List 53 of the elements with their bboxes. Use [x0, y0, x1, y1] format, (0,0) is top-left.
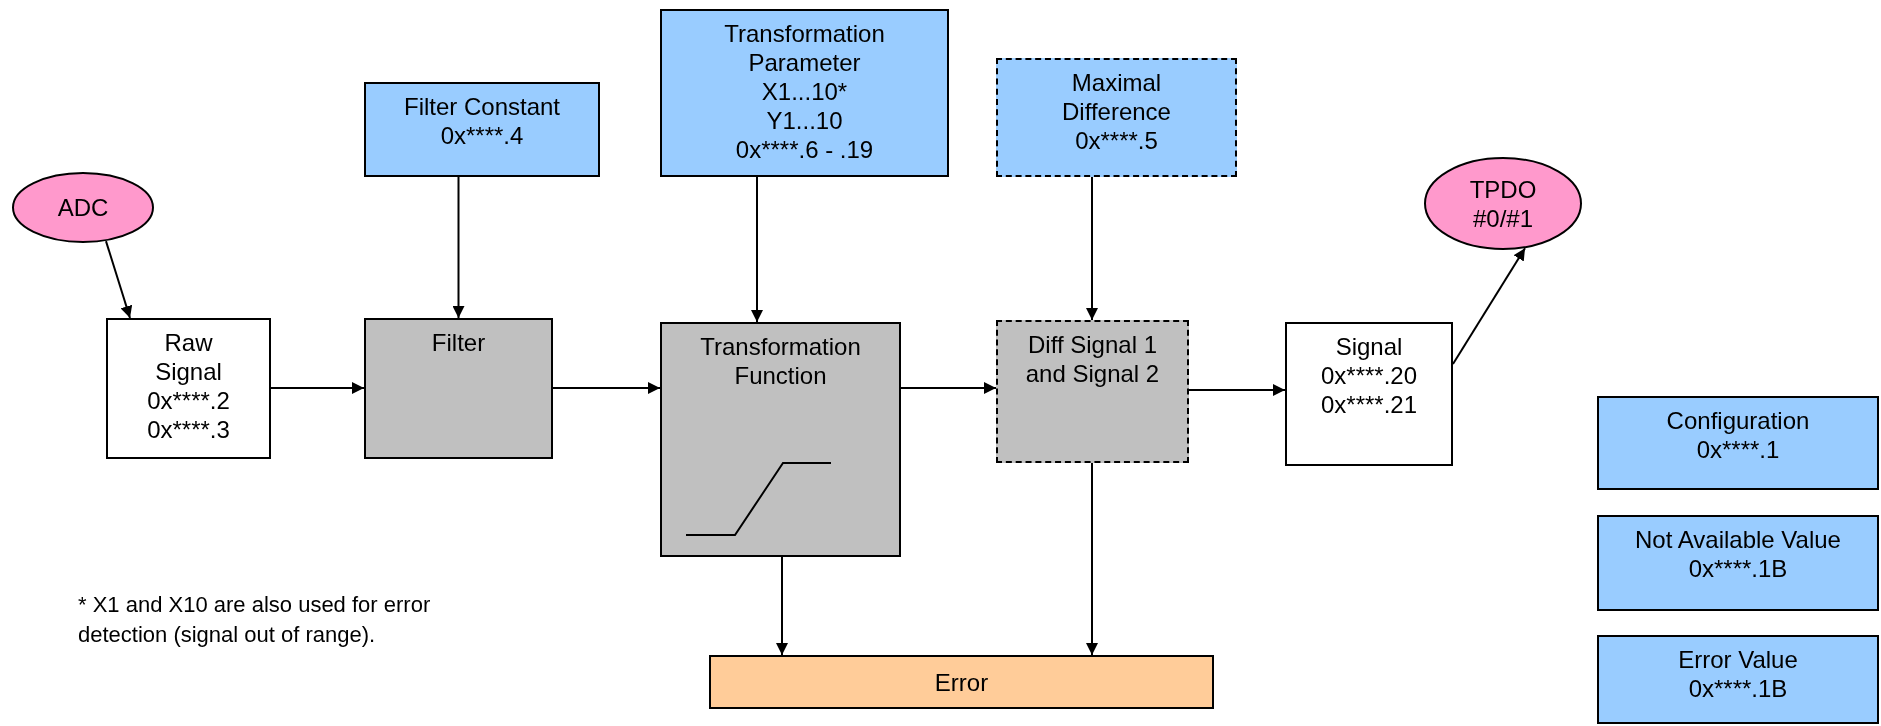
signal-box [106, 318, 271, 459]
parameter-box [1597, 515, 1879, 611]
node-label: TPDO [1469, 174, 1537, 204]
arrow [1188, 384, 1286, 396]
arrow [552, 382, 661, 394]
arrow [900, 382, 997, 394]
node-label: 0x****.4 [440, 121, 524, 150]
arrow [105, 240, 133, 319]
arrow [1086, 462, 1098, 656]
process-box [364, 318, 553, 459]
output-ellipse [1424, 157, 1582, 250]
node-label: 0x****.5 [1075, 126, 1158, 155]
process-box [996, 320, 1189, 463]
node-label: Transformation Parameter [723, 19, 886, 77]
parameter-box [1597, 635, 1879, 724]
node-label: X1...10* [761, 77, 848, 106]
node-label: Raw Signal [154, 328, 223, 386]
node-label: 0x****.6 - .19 [735, 135, 874, 164]
arrow [751, 176, 763, 323]
node-label: #0/#1 [1472, 203, 1534, 233]
parameter-box [996, 58, 1237, 177]
node-label: 0x****.2 [147, 386, 230, 415]
arrow [270, 382, 365, 394]
node-label: 0x****.1B [1688, 554, 1788, 583]
node-label: Signal [1335, 332, 1403, 361]
node-label: Configuration [1666, 406, 1810, 435]
node-label: 0x****.1B [1688, 674, 1788, 703]
node-label: Error Value [1678, 645, 1798, 674]
node-label: 0x****.3 [147, 415, 230, 444]
process-box [660, 322, 901, 557]
node-label: Error [934, 667, 989, 697]
node-label: 0x****.21 [1320, 390, 1418, 419]
error-box [709, 655, 1214, 709]
node-label: Not Available Value [1635, 525, 1841, 554]
node-label: Diff Signal 1 and Signal 2 [1024, 330, 1161, 388]
arrow [1452, 247, 1526, 365]
parameter-box [1597, 396, 1879, 490]
signal-box [1285, 322, 1453, 466]
node-label: ADC [57, 193, 109, 222]
node-label: Transformation Function [699, 332, 862, 390]
input-ellipse [12, 172, 154, 243]
node-label: 0x****.1 [1696, 435, 1780, 464]
parameter-box [660, 9, 949, 177]
node-label: Y1...10 [766, 106, 843, 135]
node-label: Filter Constant [403, 92, 561, 121]
parameter-box [364, 82, 600, 177]
footnote: * X1 and X10 are also used for error detection (signal out of range). [78, 591, 432, 649]
arrow [452, 176, 465, 319]
node-label: Maximal Difference [1061, 68, 1172, 126]
node-label: Filter [431, 328, 486, 357]
node-label: 0x****.20 [1320, 361, 1418, 390]
arrow [1086, 176, 1098, 321]
arrow [776, 556, 788, 656]
